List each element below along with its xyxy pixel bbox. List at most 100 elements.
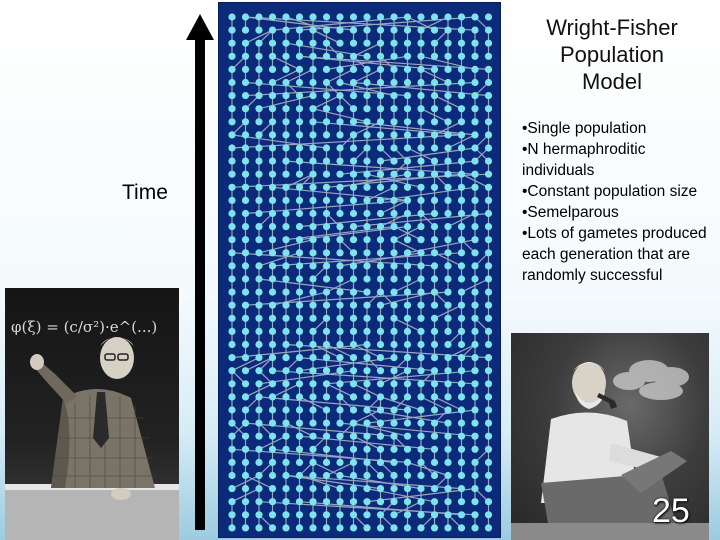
individual-node xyxy=(403,406,412,414)
individual-node xyxy=(417,485,425,493)
individual-node xyxy=(417,432,425,440)
individual-node xyxy=(282,471,290,480)
individual-node xyxy=(295,511,304,519)
individual-node xyxy=(322,458,331,466)
individual-node xyxy=(417,13,425,21)
individual-node xyxy=(228,249,236,257)
individual-node xyxy=(444,511,452,519)
individual-node xyxy=(363,301,371,309)
chalkboard-equation: φ(ξ) = (c/σ²)·e^(...) xyxy=(11,318,157,336)
individual-node xyxy=(228,432,236,440)
individual-node xyxy=(282,458,290,466)
individual-node xyxy=(403,498,412,506)
individual-node xyxy=(255,314,263,322)
individual-node xyxy=(430,471,439,480)
individual-node xyxy=(336,170,344,178)
individual-node xyxy=(376,13,385,21)
individual-node xyxy=(255,419,263,427)
bullet-item: •N hermaphroditic individuals xyxy=(522,141,646,179)
descent-link xyxy=(420,68,449,84)
individual-node xyxy=(363,419,371,427)
bullet-item: •Semelparous xyxy=(522,204,619,221)
individual-node xyxy=(349,406,358,414)
individual-node xyxy=(282,314,290,322)
individual-node xyxy=(417,236,425,244)
individual-node xyxy=(363,170,371,178)
individual-node xyxy=(349,157,358,165)
individual-node xyxy=(241,236,250,244)
individual-node xyxy=(363,13,371,21)
individual-node xyxy=(309,196,317,204)
individual-node xyxy=(471,471,479,480)
individual-node xyxy=(363,52,371,60)
individual-node xyxy=(255,236,263,244)
individual-node xyxy=(309,118,317,126)
individual-node xyxy=(390,314,398,322)
individual-node xyxy=(444,432,452,440)
individual-node xyxy=(336,380,344,388)
individual-node xyxy=(336,78,344,87)
individual-node xyxy=(322,275,331,283)
individual-node xyxy=(349,170,358,178)
individual-node xyxy=(376,327,385,335)
individual-node xyxy=(241,78,250,87)
individual-node xyxy=(241,39,250,47)
individual-node xyxy=(390,262,398,270)
individual-node xyxy=(471,92,479,100)
individual-node xyxy=(430,26,439,34)
individual-node xyxy=(309,262,317,270)
individual-node xyxy=(430,445,439,453)
individual-node xyxy=(282,511,290,519)
individual-node xyxy=(349,118,358,126)
individual-node xyxy=(349,288,358,296)
title-line: Wright-Fisher xyxy=(546,15,678,40)
individual-node xyxy=(403,249,412,257)
individual-node xyxy=(309,327,317,335)
individual-node xyxy=(349,445,358,453)
individual-node xyxy=(417,131,425,139)
individual-node xyxy=(471,13,479,21)
individual-node xyxy=(390,471,398,480)
individual-node xyxy=(228,275,236,283)
individual-node xyxy=(322,144,331,152)
individual-node xyxy=(268,419,277,427)
individual-node xyxy=(295,92,304,100)
individual-node xyxy=(336,118,344,126)
individual-node xyxy=(241,367,250,375)
individual-node xyxy=(403,432,412,440)
individual-node xyxy=(363,92,371,100)
individual-node xyxy=(457,275,466,283)
individual-node xyxy=(349,52,358,60)
individual-node xyxy=(471,209,479,218)
individual-node xyxy=(444,367,452,375)
descent-link xyxy=(231,357,260,372)
descent-link xyxy=(245,291,449,306)
individual-node xyxy=(457,170,466,178)
individual-node xyxy=(403,314,412,322)
individual-node xyxy=(457,236,466,244)
individual-node xyxy=(241,13,250,21)
individual-node xyxy=(241,288,250,296)
individual-node xyxy=(309,170,317,178)
individual-node xyxy=(228,301,236,309)
individual-node xyxy=(268,39,277,47)
individual-node xyxy=(417,183,425,191)
individual-node xyxy=(376,432,385,440)
individual-node xyxy=(322,498,331,506)
individual-node xyxy=(471,78,479,87)
individual-node xyxy=(484,458,493,466)
individual-node xyxy=(471,301,479,309)
individual-node xyxy=(228,209,236,218)
individual-node xyxy=(457,249,466,257)
individual-node xyxy=(228,52,236,60)
individual-node xyxy=(471,236,479,244)
individual-node xyxy=(417,209,425,218)
individual-node xyxy=(295,236,304,244)
individual-node xyxy=(322,288,331,296)
individual-node xyxy=(457,458,466,466)
individual-node xyxy=(457,144,466,152)
individual-node xyxy=(417,275,425,283)
individual-node xyxy=(241,209,250,218)
individual-node xyxy=(444,314,452,322)
individual-node xyxy=(309,485,317,493)
